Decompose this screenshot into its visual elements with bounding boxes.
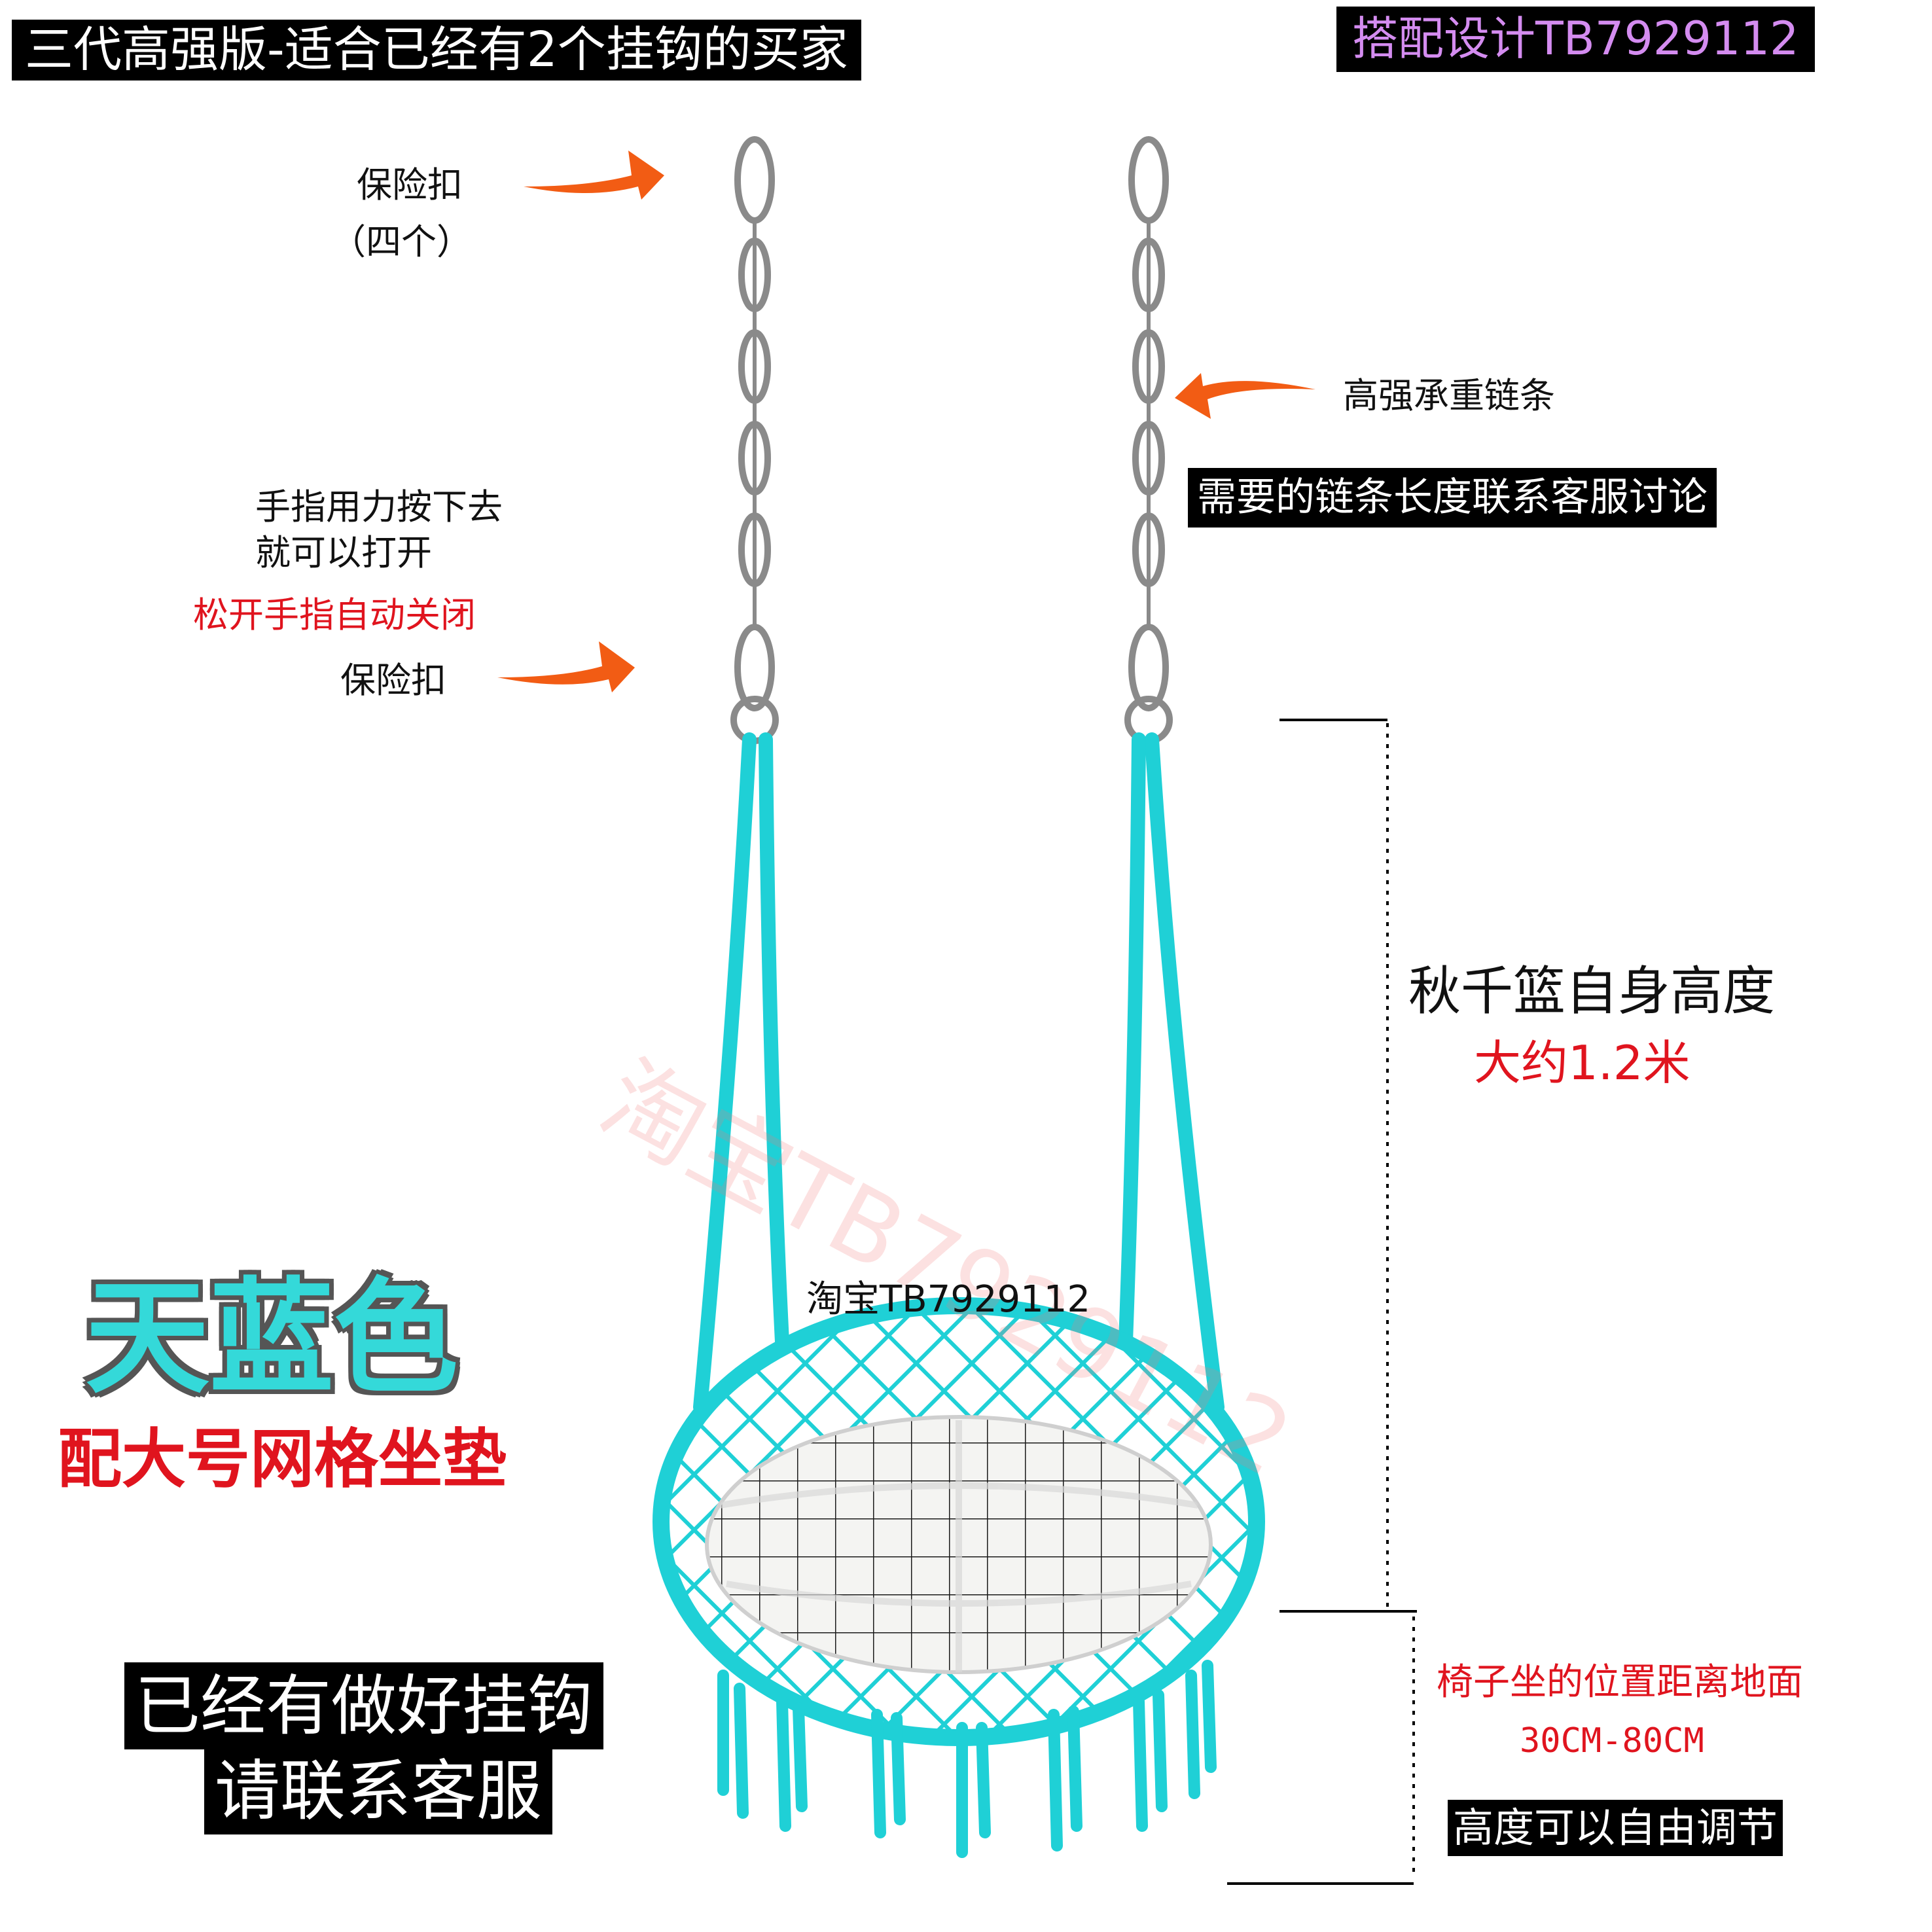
- adjustable-note: 高度可以自由调节: [1448, 1800, 1783, 1856]
- watermark-small: 淘宝TB7929112: [806, 1278, 1091, 1321]
- seat-height-title: 椅子坐的位置距离地面: [1437, 1661, 1803, 1704]
- cushion-note: 配大号网格坐垫: [58, 1422, 507, 1497]
- contact-line-1: 已经有做好挂钩: [124, 1662, 603, 1749]
- arrow-carabiner-bottom: [497, 641, 635, 692]
- carabiner-count-label: （四个）: [331, 221, 472, 262]
- color-name: 天蓝色: [85, 1266, 459, 1410]
- chain-right: [1124, 136, 1173, 744]
- arrow-chain: [1175, 373, 1315, 419]
- chain-length-note: 需要的链条长度联系客服讨论: [1188, 468, 1717, 528]
- tassel-fringe: [717, 1660, 1217, 1858]
- carabiner-top-label: 保险扣: [357, 164, 463, 206]
- auto-close-label: 松开手指自动关闭: [193, 594, 476, 635]
- chain-left: [730, 136, 779, 744]
- height-indicator: [1227, 719, 1417, 1885]
- banner-right: 搭配设计TB7929112: [1336, 7, 1815, 72]
- chain-label: 高强承重链条: [1343, 375, 1555, 416]
- press-instruction-2: 就可以打开: [255, 532, 432, 573]
- carabiner-bottom-label: 保险扣: [340, 660, 446, 701]
- seat-height-range: 30CM-80CM: [1520, 1721, 1704, 1761]
- banner-left: 三代高强版-适合已经有2个挂钩的买家: [12, 20, 861, 80]
- basket-height-value: 大约1.2米: [1474, 1035, 1690, 1090]
- contact-line-2: 请联系客服: [204, 1747, 552, 1834]
- arrow-carabiner-top: [524, 151, 664, 200]
- rope-right: [1118, 732, 1225, 1414]
- rope-left: [693, 732, 789, 1414]
- press-instruction-1: 手指用力按下去: [255, 486, 503, 528]
- basket-height-title: 秋千篮自身高度: [1408, 961, 1775, 1022]
